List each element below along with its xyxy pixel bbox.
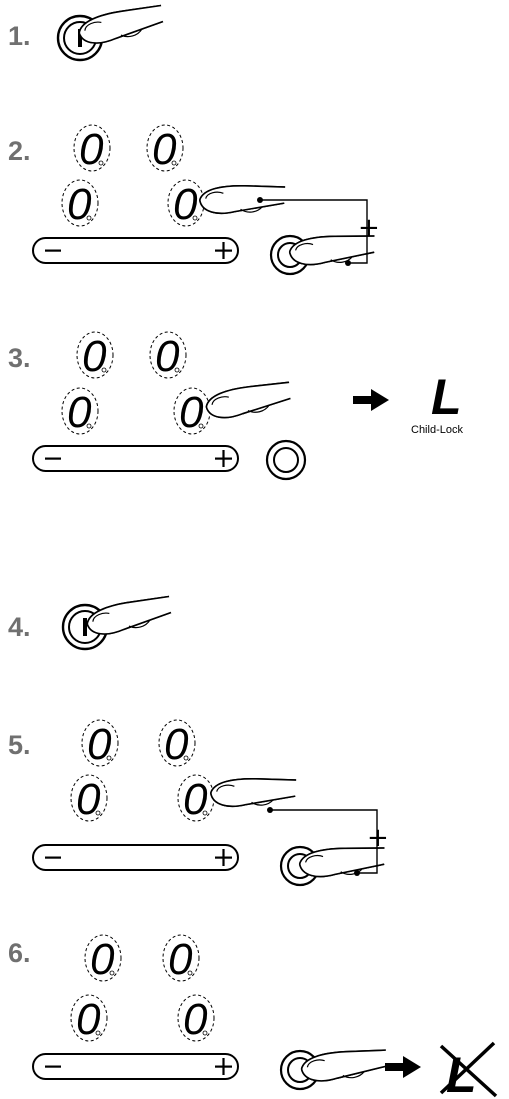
svg-text:0: 0: [87, 720, 112, 769]
step-3: 3. 0 0 0 0 L Child-: [8, 331, 463, 481]
zone-display-front-left: 0: [61, 387, 99, 437]
plus-sign: +: [358, 213, 380, 243]
simultaneous-press-connector: +: [257, 197, 380, 266]
finger-icon: [209, 774, 299, 810]
slider-bar[interactable]: [32, 237, 239, 264]
svg-text:0: 0: [67, 180, 92, 229]
step-number: 4.: [8, 612, 31, 642]
lock-button[interactable]: [265, 439, 307, 481]
finger-icon: [203, 376, 295, 424]
zone-display-front-right: 0: [177, 994, 215, 1044]
svg-text:0: 0: [152, 125, 177, 174]
slider-bar[interactable]: [32, 1053, 239, 1080]
svg-text:0: 0: [76, 775, 101, 824]
slider-bar[interactable]: [32, 445, 239, 472]
zone-display-rear-right: 0: [162, 934, 200, 984]
child-lock-off-icon: L: [439, 1041, 498, 1099]
zone-display-rear-right: 0: [158, 719, 196, 769]
svg-text:0: 0: [82, 332, 107, 381]
step-number: 6.: [8, 938, 31, 968]
zone-display-front-left: 0: [70, 774, 108, 824]
svg-text:0: 0: [155, 332, 180, 381]
zone-display-rear-right: 0: [146, 124, 184, 174]
finger-icon: [75, 0, 168, 50]
zone-display-front-right[interactable]: 0: [167, 179, 205, 229]
step-4: 4.: [8, 591, 176, 651]
right-arrow-icon: [385, 1056, 421, 1078]
svg-text:0: 0: [179, 388, 204, 437]
slider-bar[interactable]: [32, 844, 239, 871]
svg-text:0: 0: [183, 775, 208, 824]
simultaneous-press-connector: +: [267, 807, 389, 876]
step-number: 2.: [8, 136, 31, 166]
zone-display-rear-left: 0: [84, 934, 122, 984]
svg-text:0: 0: [164, 720, 189, 769]
zone-display-rear-left: 0: [81, 719, 119, 769]
step-1: 1.: [8, 0, 168, 62]
child-lock-indicator: L Child-Lock: [411, 369, 463, 436]
step-6: 6. 0 0 0 0 L: [8, 934, 498, 1099]
child-lock-caption: Child-Lock: [411, 424, 463, 436]
step-5: 5. 0 0 0 0: [8, 719, 389, 887]
svg-text:0: 0: [183, 995, 208, 1044]
svg-text:0: 0: [67, 388, 92, 437]
zone-display-front-left: 0: [70, 994, 108, 1044]
zone-display-rear-left: 0: [76, 331, 114, 381]
svg-text:0: 0: [168, 935, 193, 984]
zone-display-rear-left: 0: [73, 124, 111, 174]
svg-text:0: 0: [173, 180, 198, 229]
zone-display-front-right[interactable]: 0: [173, 387, 211, 437]
zone-display-rear-right: 0: [149, 331, 187, 381]
svg-text:0: 0: [79, 125, 104, 174]
zone-display-front-left: 0: [61, 179, 99, 229]
zone-display-front-right[interactable]: 0: [177, 774, 215, 824]
svg-text:0: 0: [76, 995, 101, 1044]
right-arrow-icon: [353, 389, 389, 411]
plus-sign: +: [367, 823, 389, 853]
child-lock-symbol: L: [431, 369, 462, 425]
step-number: 1.: [8, 21, 31, 51]
step-number: 3.: [8, 343, 31, 373]
step-number: 5.: [8, 730, 31, 760]
finger-icon: [299, 1044, 390, 1086]
finger-icon: [198, 181, 288, 217]
svg-text:0: 0: [90, 935, 115, 984]
finger-icon: [83, 591, 176, 641]
step-2: 2. 0 0 0 0: [8, 124, 380, 276]
